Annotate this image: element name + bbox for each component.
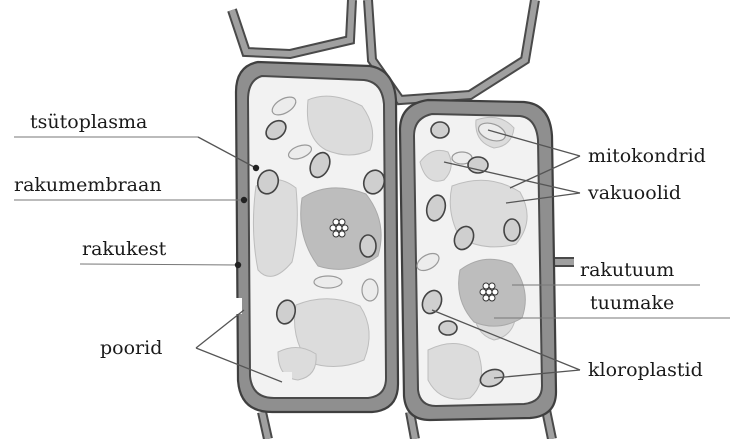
cytoplasm-marker bbox=[253, 165, 259, 171]
label-mitochondria: mitokondrid bbox=[588, 145, 706, 167]
left-cell bbox=[234, 62, 398, 412]
label-pores: poorid bbox=[100, 337, 162, 359]
label-vacuoles: vakuoolid bbox=[587, 182, 681, 204]
label-cytoplasm: tsütoplasma bbox=[30, 111, 147, 133]
right-cell bbox=[400, 100, 556, 420]
membrane-marker bbox=[241, 197, 247, 203]
right-nucleolus bbox=[480, 283, 498, 301]
label-chloroplasts: kloroplastid bbox=[588, 359, 703, 381]
wall-marker bbox=[235, 262, 241, 268]
left-nucleolus bbox=[330, 219, 348, 237]
label-membrane: rakumembraan bbox=[14, 174, 162, 196]
label-nucleolus: tuumake bbox=[590, 292, 674, 314]
label-wall: rakukest bbox=[82, 238, 167, 260]
label-nucleus: rakutuum bbox=[580, 259, 674, 281]
